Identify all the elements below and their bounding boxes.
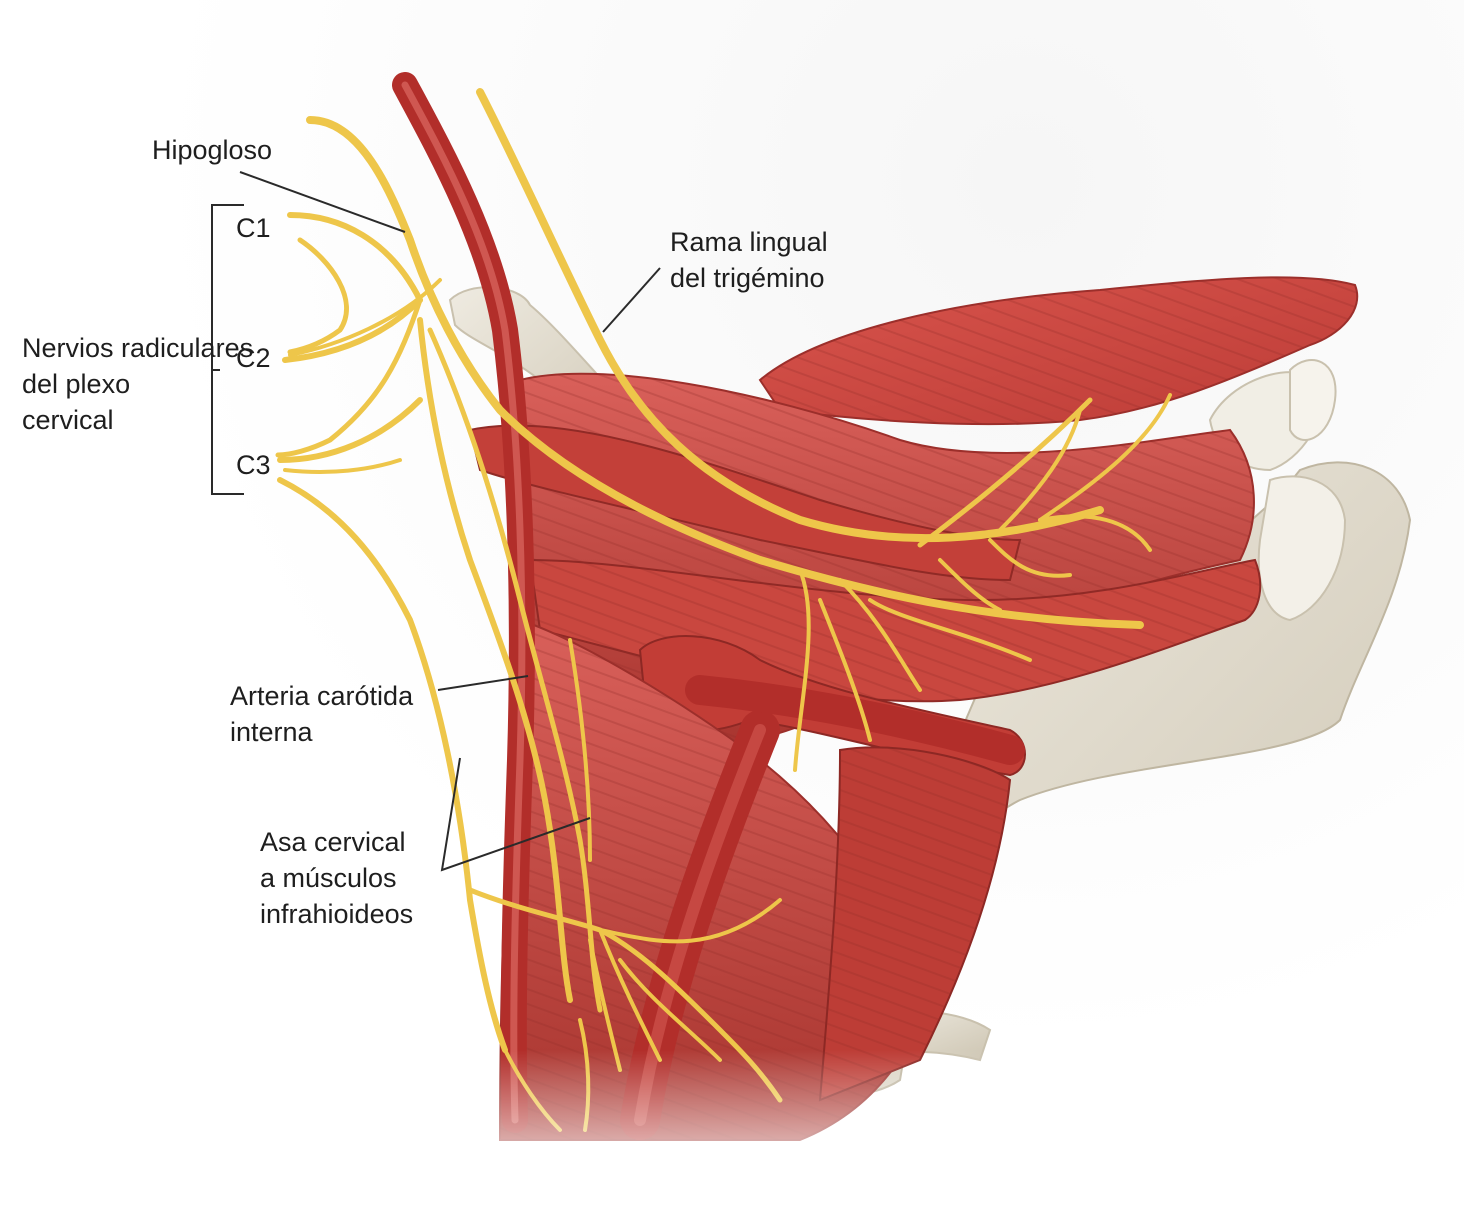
cervical-bracket [211,204,244,495]
c3-root [277,397,423,463]
label-arteria-line1: Arteria carótida [230,681,414,711]
hipogloso-leader [239,171,406,233]
label-nervios-line2: del plexo [22,369,131,399]
label-nervios-radiculares: Nervios radiculares del plexo cervical [22,330,253,438]
label-asa-line1: Asa cervical [260,827,406,857]
label-asa-cervical: Asa cervical a músculos infrahioideos [260,824,413,932]
label-c2: C2 [236,343,271,373]
label-hipogloso: Hipogloso [152,135,273,165]
c1-root [287,212,423,303]
label-c3: C3 [236,450,271,480]
asa-leader [440,757,591,872]
label-asa-line2: a músculos [260,863,397,893]
label-rama-line2: del trigémino [670,263,825,293]
lingual-nerve [476,88,1104,543]
c2-root [282,297,423,363]
bottom-fade [400,1050,1100,1205]
tongue-muscle [758,276,1359,426]
internal-carotid-artery [392,72,535,1133]
hypoglossal-nerve [306,116,1144,629]
arteria-leader [437,675,529,691]
label-arteria-line2: interna [230,717,313,747]
nerves [275,88,1172,1132]
label-rama-line1: Rama lingual [670,227,828,257]
rama-lingual-leader [602,267,661,333]
leader-lines [211,171,661,872]
label-nervios-line3: cervical [22,405,114,435]
label-c1: C1 [236,213,271,243]
label-asa-line3: infrahioideos [260,899,414,929]
label-arteria-carotida: Arteria carótida interna [230,678,413,750]
label-nervios-line1: Nervios radiculares [22,333,254,363]
ansa-cervicalis [277,477,508,1053]
label-rama-lingual: Rama lingual del trigémino [670,224,828,296]
